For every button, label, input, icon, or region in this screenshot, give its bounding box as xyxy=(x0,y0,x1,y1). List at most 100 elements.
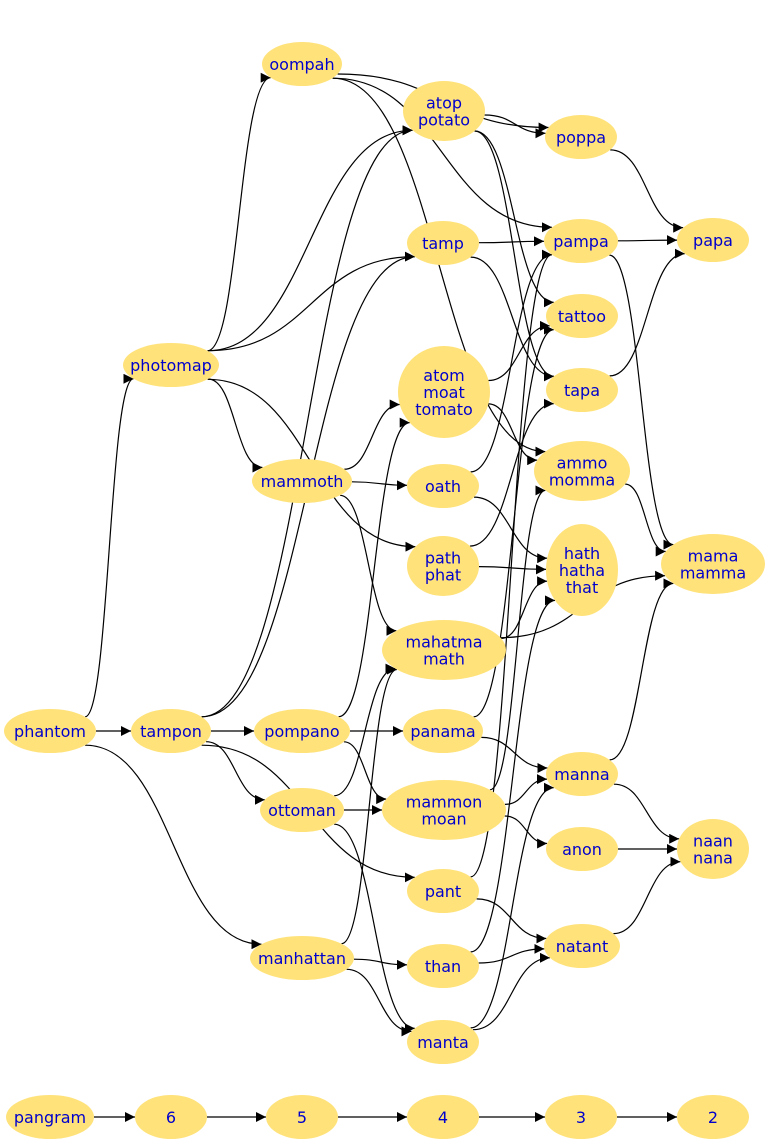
node-oath: oath xyxy=(407,464,479,508)
edge-manta-to-natant xyxy=(472,952,550,1031)
node-label: oath xyxy=(425,477,461,496)
edge-oompah-to-pampa xyxy=(332,77,553,233)
node-ellipse xyxy=(546,524,618,616)
edge-atom_moat_tomato-to-ammo_momma xyxy=(488,403,538,466)
node-label: manna xyxy=(554,765,609,784)
node-oompah: oompah xyxy=(262,42,342,86)
node-label: manhattan xyxy=(258,949,346,968)
node-ellipse xyxy=(677,1095,749,1139)
node-ellipse xyxy=(407,536,479,596)
node-label: poppa xyxy=(556,128,606,147)
node-tattoo: tattoo xyxy=(546,294,618,338)
node-label: mama xyxy=(688,547,739,566)
edge-atom_moat_tomato-to-tattoo xyxy=(488,320,550,382)
node-label: that xyxy=(566,578,599,597)
node-label: atom xyxy=(423,366,464,385)
edge-poppa-to-papa xyxy=(610,149,684,233)
node-ellipse xyxy=(382,620,506,680)
node-ellipse xyxy=(677,218,749,262)
node-label: panama xyxy=(410,722,475,741)
node-pant: pant xyxy=(407,869,479,913)
node-label: photomap xyxy=(130,356,212,375)
node-mammoth: mammoth xyxy=(252,459,352,503)
node-label: than xyxy=(425,957,461,976)
edge-ottoman-to-manta xyxy=(334,823,415,1034)
node-panama: panama xyxy=(403,709,483,753)
node-ellipse xyxy=(407,1095,479,1139)
edge-pompano-to-atom_moat_tomato xyxy=(338,417,410,718)
node-manta: manta xyxy=(407,1020,479,1064)
node-label: 5 xyxy=(297,1108,307,1127)
node-poppa: poppa xyxy=(545,115,617,159)
node-ellipse xyxy=(252,459,352,503)
node-ellipse xyxy=(544,219,618,263)
edge-pompano-to-mammon_moan xyxy=(343,741,387,805)
node-label: math xyxy=(423,650,465,669)
node-label: 6 xyxy=(166,1108,176,1127)
edge-manhattan-to-mahatma_math xyxy=(341,664,398,945)
node-label: anon xyxy=(562,840,602,859)
node-label: hatha xyxy=(559,561,605,580)
node-anon: anon xyxy=(546,827,618,871)
node-tampon: tampon xyxy=(131,709,211,753)
node-label: tampon xyxy=(140,722,202,741)
node-ellipse xyxy=(262,42,342,86)
edge-phantom-to-manhattan xyxy=(85,744,262,950)
node-label: oompah xyxy=(269,55,334,74)
node-ellipse xyxy=(260,788,344,832)
node-ellipse xyxy=(544,924,620,968)
node-n2: 2 xyxy=(677,1095,749,1139)
edge-ammo_momma-to-mama_mamma xyxy=(625,483,666,557)
edge-natant-to-naan_nana xyxy=(613,856,681,935)
edge-than-to-natant xyxy=(478,943,545,964)
edge-mammon_moan-to-anon xyxy=(504,815,548,849)
node-n5: 5 xyxy=(266,1095,338,1139)
node-pampa: pampa xyxy=(544,219,618,263)
node-label: moat xyxy=(423,383,464,402)
edge-atop_potato-to-tapa xyxy=(474,130,554,382)
node-ellipse xyxy=(661,534,765,594)
node-ellipse xyxy=(382,780,506,840)
node-ellipse xyxy=(546,368,618,412)
edge-mammoth-to-oath xyxy=(351,480,408,491)
edge-tamp-to-pampa xyxy=(478,236,545,247)
node-ellipse xyxy=(123,343,219,387)
node-ellipse xyxy=(250,936,354,980)
node-label: 3 xyxy=(576,1108,586,1127)
node-ellipse xyxy=(407,1020,479,1064)
edge-ottoman-to-mahatma_math xyxy=(334,663,396,797)
node-label: tattoo xyxy=(558,307,606,326)
node-ellipse xyxy=(407,464,479,508)
node-label: pampa xyxy=(553,232,609,251)
edge-oompah-to-ammo_momma xyxy=(332,77,546,457)
edge-than-to-hath_hatha_that xyxy=(470,595,556,953)
node-manna: manna xyxy=(546,752,618,796)
node-label: tapa xyxy=(564,381,600,400)
node-tapa: tapa xyxy=(546,368,618,412)
node-ellipse xyxy=(254,709,350,753)
edge-manna-to-naan_nana xyxy=(613,783,680,844)
node-ellipse xyxy=(135,1095,207,1139)
edge-path_phat-to-hath_hatha_that xyxy=(478,564,547,575)
node-phantom: phantom xyxy=(4,709,96,753)
node-pompano: pompano xyxy=(254,709,350,753)
node-label: potato xyxy=(418,111,470,130)
node-ellipse xyxy=(403,709,483,753)
edge-pampa-to-papa xyxy=(617,235,678,246)
node-label: phantom xyxy=(14,722,86,741)
edge-path_phat-to-tapa xyxy=(469,398,554,547)
edge-atop_potato-to-tattoo xyxy=(474,130,554,308)
node-ellipse xyxy=(407,944,479,988)
node-ellipse xyxy=(545,115,617,159)
node-label: tomato xyxy=(415,400,473,419)
node-label: mahatma xyxy=(406,633,483,652)
node-label: mammon xyxy=(406,793,483,812)
